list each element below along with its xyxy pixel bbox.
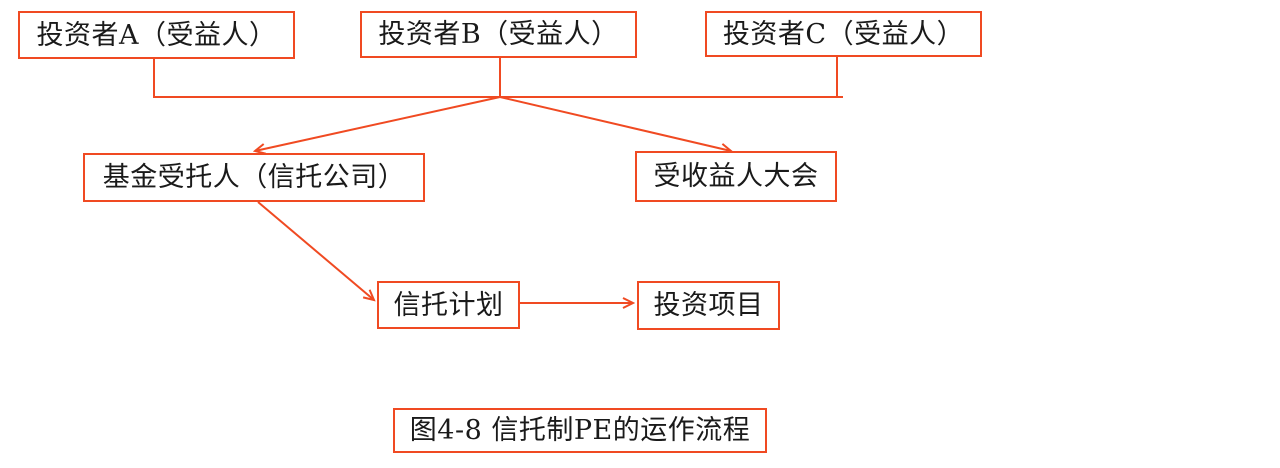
figure-caption: 图4-8 信托制PE的运作流程	[393, 408, 767, 453]
edge-trustee-to-trust-plan-arrow	[257, 201, 374, 300]
edge-junction-to-assembly-arrow	[499, 96, 731, 151]
node-investor-c: 投资者C（受益人）	[705, 11, 982, 57]
edge-junction-to-trustee-arrow	[255, 96, 501, 151]
node-investor-b: 投资者B（受益人）	[360, 11, 637, 58]
node-fund-trustee: 基金受托人（信托公司）	[83, 153, 425, 202]
node-beneficiary-assembly: 受收益人大会	[635, 151, 837, 202]
node-trust-plan: 信托计划	[377, 281, 520, 329]
edge-investor-a-to-junction	[153, 59, 843, 98]
node-investor-a: 投资者A（受益人）	[18, 11, 295, 59]
node-investment-project: 投资项目	[637, 281, 780, 330]
